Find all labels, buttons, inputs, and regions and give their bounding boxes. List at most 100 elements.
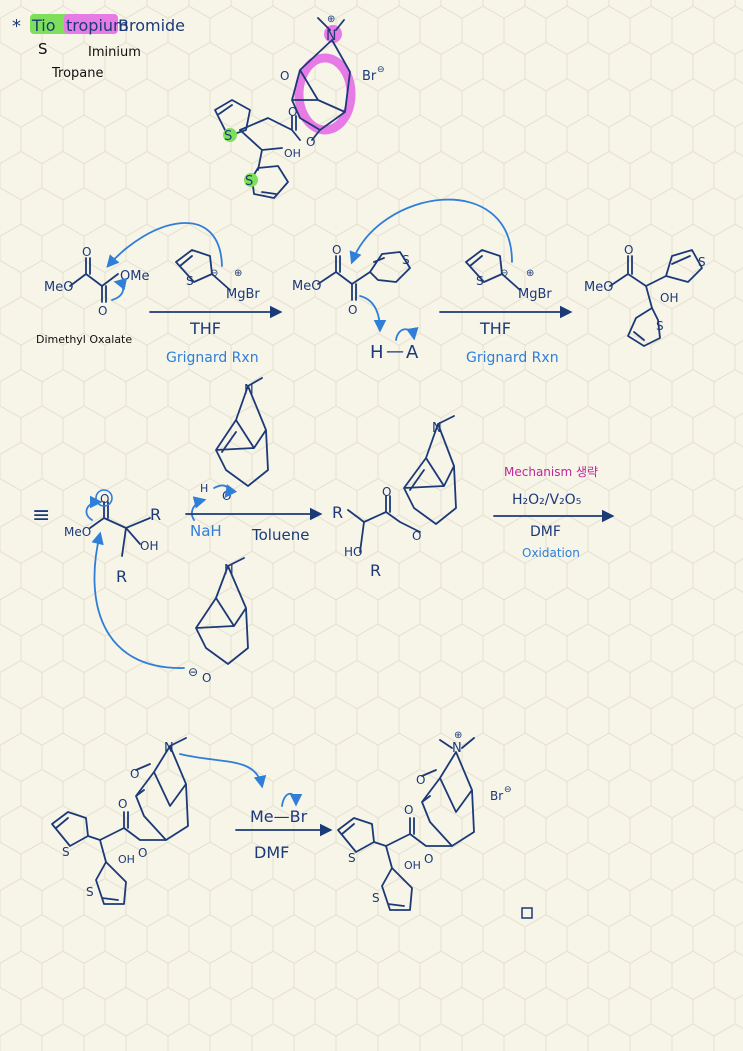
meo-product: MeO bbox=[584, 280, 613, 295]
n-ester-left: N bbox=[164, 741, 174, 756]
meo-generic: MeO bbox=[64, 525, 91, 539]
label-dimethyl-oxalate: Dimethyl Oxalate bbox=[36, 333, 132, 346]
s-product-2: S bbox=[656, 319, 664, 333]
o-generic: O bbox=[100, 492, 109, 506]
title-star: * bbox=[12, 16, 21, 37]
o-product: O bbox=[624, 243, 633, 257]
br-minus-top: ⊖ bbox=[377, 65, 385, 75]
o-oxalate-1: O bbox=[82, 245, 91, 259]
o-ester-left: O bbox=[138, 846, 147, 860]
note-s: S bbox=[38, 40, 48, 58]
r-ester-2: R bbox=[370, 561, 381, 580]
plus-top: ⊕ bbox=[327, 14, 335, 25]
plus-grignard-2: ⊕ bbox=[526, 268, 534, 279]
note-tropane: Tropane bbox=[51, 66, 104, 81]
o-ketoester-1: O bbox=[332, 243, 341, 257]
dmf-methylation: DMF bbox=[254, 843, 289, 862]
title-block: * Tio tropium Bromide S Iminium Tropane bbox=[12, 14, 185, 81]
plus-tiotropium: ⊕ bbox=[454, 730, 462, 741]
oh-top: OH bbox=[284, 147, 301, 160]
o-epoxide-final: O bbox=[416, 773, 425, 787]
o-ketoester-2: O bbox=[348, 303, 357, 317]
grignard-label-1: Grignard Rxn bbox=[166, 350, 259, 366]
r-generic-2: R bbox=[116, 567, 127, 586]
h-acid: H bbox=[370, 342, 384, 363]
tiotropium-structure-top: N ⊕ O O O OH S S Br ⊖ bbox=[214, 14, 385, 199]
br-final: Br bbox=[490, 789, 503, 803]
s-highlight-1 bbox=[223, 128, 237, 142]
oh-generic: OH bbox=[140, 539, 158, 553]
oxidation-label: Oxidation bbox=[522, 546, 580, 560]
ring-highlight bbox=[294, 53, 356, 135]
green-highlight bbox=[30, 14, 70, 34]
oh-product: OH bbox=[660, 291, 678, 305]
oh-final: OH bbox=[404, 859, 421, 872]
nah: NaH bbox=[190, 522, 222, 540]
n-scopine-bottom: N bbox=[224, 563, 234, 578]
atom-o-carbonyl-top: O bbox=[288, 105, 297, 119]
o-oxalate-2: O bbox=[98, 304, 107, 318]
n-tiotropium: N bbox=[452, 741, 462, 756]
o-carbonyl-left: O bbox=[118, 797, 127, 811]
minus-grignard-2: ⊖ bbox=[500, 268, 508, 279]
s-left-1: S bbox=[62, 845, 70, 859]
mgbr-1: MgBr bbox=[226, 287, 260, 302]
s-final-1: S bbox=[348, 851, 356, 865]
o-carbonyl-final: O bbox=[404, 803, 413, 817]
o-epoxide-left: O bbox=[130, 767, 139, 781]
s-grignard-1: S bbox=[186, 274, 194, 288]
s-product-1: S bbox=[698, 255, 706, 269]
row-methylation: N O O OH S S O Me—Br DMF N ⊕ O O OH S S … bbox=[51, 730, 533, 919]
atom-n-top: N bbox=[326, 28, 336, 44]
o-ester-generic-carbonyl: O bbox=[382, 485, 391, 499]
br-minus-final: ⊖ bbox=[504, 785, 512, 795]
dash-acid: — bbox=[386, 341, 404, 362]
ome-oxalate: OMe bbox=[120, 269, 149, 284]
title-tropium: tropium bbox=[66, 16, 129, 35]
s-top-2: S bbox=[245, 174, 253, 189]
o-ester-generic: O bbox=[412, 529, 421, 543]
n-scopine-top: N bbox=[244, 383, 254, 398]
me-br-label: Me—Br bbox=[250, 807, 308, 826]
row-transesterification: ≡ MeO O R OH R N H O NaH Toluene N ⊖ O N… bbox=[32, 377, 615, 685]
atom-o-epoxide-top: O bbox=[280, 69, 289, 83]
meo-ketoester: MeO bbox=[292, 279, 321, 294]
title-tio: Tio bbox=[31, 16, 56, 35]
plus-grignard-1: ⊕ bbox=[234, 268, 242, 279]
meo-oxalate: MeO bbox=[44, 280, 73, 295]
thf-1: THF bbox=[189, 319, 221, 338]
s-ketoester: S bbox=[402, 253, 410, 267]
title-bromide: Bromide bbox=[118, 16, 185, 35]
reagent-oxidation: H₂O₂/V₂O₅ bbox=[512, 492, 581, 508]
o-ester-final: O bbox=[424, 852, 433, 866]
a-acid: A bbox=[406, 342, 419, 363]
o-alkoxide: O bbox=[202, 671, 211, 685]
end-mark-icon bbox=[521, 907, 533, 919]
thf-2: THF bbox=[479, 319, 511, 338]
minus-grignard-1: ⊖ bbox=[210, 268, 218, 279]
r-generic-1: R bbox=[150, 505, 161, 524]
mgbr-2: MgBr bbox=[518, 287, 552, 302]
s-final-2: S bbox=[372, 891, 380, 905]
n-ester-generic: N bbox=[432, 421, 442, 436]
grignard-label-2: Grignard Rxn bbox=[466, 350, 559, 366]
dmf-oxidation: DMF bbox=[530, 524, 561, 540]
atom-o-ester-top: O bbox=[306, 135, 315, 149]
s-top-1: S bbox=[224, 129, 232, 144]
note-iminium: Iminium bbox=[88, 45, 141, 60]
row-grignard: MeO OMe O O Dimethyl Oxalate S ⊖ ⊕ MgBr … bbox=[36, 198, 706, 366]
oh-left: OH bbox=[118, 853, 135, 866]
h-scopine: H bbox=[200, 482, 208, 495]
s-left-2: S bbox=[86, 885, 94, 899]
s-grignard-2: S bbox=[476, 274, 484, 288]
ho-ester: HO bbox=[344, 545, 362, 559]
toluene-label: Toluene bbox=[251, 526, 309, 544]
s-highlight-2 bbox=[244, 173, 258, 187]
magenta-highlight bbox=[64, 14, 118, 34]
minus-alkoxide: ⊖ bbox=[188, 665, 198, 679]
equiv-symbol: ≡ bbox=[32, 503, 50, 528]
r-ester-1: R bbox=[332, 503, 343, 522]
